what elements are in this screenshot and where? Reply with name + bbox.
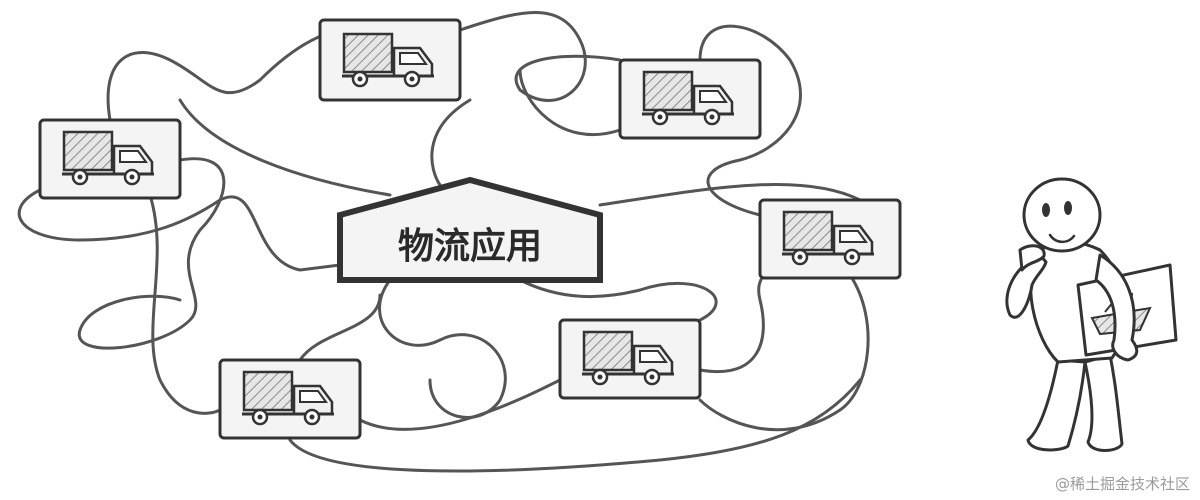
hub-label: 物流应用 [398,226,542,267]
watermark: @稀土掘金技术社区 [1054,475,1190,493]
truck-card [318,18,462,102]
logistics-app-hub: 物流应用 [337,176,603,283]
truck-card [758,198,902,280]
truck-card [558,318,702,400]
truck-card [218,358,362,440]
truck-card [38,118,182,200]
truck-card [618,58,762,140]
person-holding-boat-icon [1005,177,1178,452]
